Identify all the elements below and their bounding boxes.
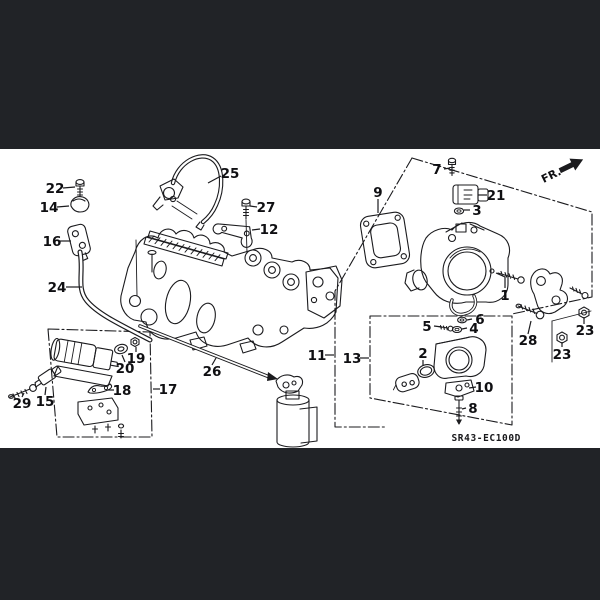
part-1-screw xyxy=(489,268,525,284)
part-15-sensor xyxy=(34,365,62,388)
callout-6: 6 xyxy=(475,312,484,328)
callout-16: 16 xyxy=(43,234,62,250)
callout-15: 15 xyxy=(36,394,55,410)
sub-assembly-sensor xyxy=(392,373,420,393)
part-24-hose xyxy=(77,249,153,343)
bracket-lines-23 xyxy=(551,310,592,363)
part-2-oring xyxy=(417,364,435,378)
part-3-oring xyxy=(453,207,465,215)
leader-lines xyxy=(21,167,585,410)
callout-11: 11 xyxy=(308,348,327,364)
callout-4: 4 xyxy=(469,321,478,337)
diagram-code: SR43-EC100D xyxy=(451,433,521,444)
fr-direction: FR. xyxy=(539,158,584,186)
part-25-hose-and-valve xyxy=(152,154,224,231)
letterbox-bottom xyxy=(0,448,600,600)
callout-20: 20 xyxy=(116,361,135,377)
callout-22: 22 xyxy=(46,181,65,197)
part-17-solenoid-assembly xyxy=(50,336,140,439)
assembly-box-13 xyxy=(369,315,513,426)
callout-18: 18 xyxy=(113,383,132,399)
callout-26: 26 xyxy=(203,364,222,380)
assembly-box-17 xyxy=(47,328,153,438)
part-18-gasket xyxy=(87,383,113,394)
part-17-bracket xyxy=(77,397,125,439)
callout-28: 28 xyxy=(519,333,538,349)
part-20-gasket xyxy=(114,343,128,355)
part-9-gasket xyxy=(359,211,411,269)
part-10-bracket xyxy=(444,379,475,398)
part-26-cable xyxy=(138,324,278,381)
callout-12: 12 xyxy=(260,222,279,238)
callout-1: 1 xyxy=(500,288,509,304)
intake-manifold xyxy=(120,228,343,354)
callout-23: 23 xyxy=(576,323,595,339)
callout-27: 27 xyxy=(257,200,276,216)
assembly-boundary-11 xyxy=(334,157,593,428)
throttle-sub-assembly xyxy=(392,316,487,425)
callout-9: 9 xyxy=(373,185,382,201)
part-7-bolt xyxy=(447,157,457,177)
callout-2: 2 xyxy=(418,346,427,362)
part-29-bolt xyxy=(8,384,37,399)
callout-3: 3 xyxy=(472,203,481,219)
callout-19: 19 xyxy=(127,351,146,367)
part-23-nut-lower xyxy=(556,331,568,344)
part-6-washer xyxy=(457,316,467,324)
part-8-screw xyxy=(454,395,464,425)
callout-23: 23 xyxy=(553,347,572,363)
callout-14: 14 xyxy=(40,200,59,216)
callout-25: 25 xyxy=(221,166,240,182)
part-4-washer xyxy=(451,325,463,334)
part-19-nut xyxy=(130,336,140,348)
part-28-bolt xyxy=(515,303,545,320)
callout-29: 29 xyxy=(13,396,32,412)
callout-8: 8 xyxy=(468,401,477,417)
stay-bracket xyxy=(530,268,589,315)
fr-arrow-icon xyxy=(558,158,584,174)
part-22-bolt xyxy=(75,179,85,197)
part-12-sensor xyxy=(212,223,253,248)
callout-21: 21 xyxy=(487,188,506,204)
callout-17: 17 xyxy=(159,382,178,398)
actuator-canister xyxy=(275,374,318,448)
callout-5: 5 xyxy=(422,319,431,335)
part-14-cap xyxy=(70,196,90,213)
callout-24: 24 xyxy=(48,280,67,296)
letterbox-top xyxy=(0,0,600,149)
callout-10: 10 xyxy=(475,380,494,396)
throttle-body xyxy=(404,221,511,317)
callout-13: 13 xyxy=(343,351,362,367)
callout-7: 7 xyxy=(432,162,441,178)
